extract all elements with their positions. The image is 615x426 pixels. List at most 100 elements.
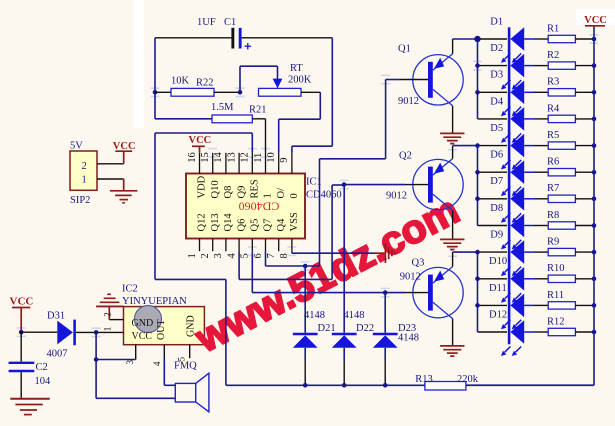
svg-text:1.5M: 1.5M: [211, 102, 234, 113]
svg-text:220k: 220k: [457, 374, 479, 385]
svg-text:R9: R9: [547, 237, 559, 248]
svg-text:D4: D4: [490, 96, 504, 107]
svg-text:R11: R11: [547, 290, 564, 301]
svg-text:9: 9: [279, 158, 290, 163]
svg-text:R4: R4: [547, 103, 560, 114]
svg-text:6: 6: [253, 253, 264, 258]
svg-text:D5: D5: [490, 123, 503, 134]
svg-text:3: 3: [213, 253, 224, 258]
svg-text:VCC: VCC: [189, 135, 212, 146]
svg-text:16: 16: [187, 152, 198, 163]
svg-text:Q8: Q8: [223, 186, 234, 199]
svg-text:Q1: Q1: [398, 44, 411, 55]
svg-text:R1: R1: [547, 23, 559, 34]
svg-text:1: 1: [103, 327, 113, 332]
svg-text:VCC: VCC: [584, 15, 607, 26]
svg-text:8: 8: [279, 253, 290, 258]
svg-text:Q9: Q9: [236, 186, 247, 199]
svg-text:5: 5: [176, 357, 186, 362]
svg-text:O/: O/: [276, 188, 287, 199]
svg-text:4148: 4148: [344, 310, 365, 321]
svg-text:FMQ: FMQ: [174, 361, 197, 372]
svg-text:104: 104: [35, 376, 52, 387]
svg-text:D9: D9: [490, 230, 503, 241]
svg-text:Q4: Q4: [276, 218, 287, 232]
svg-text:D2: D2: [490, 43, 503, 54]
svg-text:OUT: OUT: [156, 319, 167, 340]
svg-text:200K: 200K: [288, 75, 312, 86]
svg-text:D10: D10: [489, 256, 507, 267]
svg-text:5V: 5V: [70, 141, 83, 152]
svg-text:Q14: Q14: [223, 213, 234, 232]
svg-text:7: 7: [266, 253, 277, 258]
svg-text:R2: R2: [547, 50, 559, 61]
svg-text:4007: 4007: [47, 349, 68, 360]
svg-text:IC1: IC1: [306, 177, 322, 188]
svg-text:4148: 4148: [304, 310, 325, 321]
svg-text:CD4060: CD4060: [306, 190, 342, 201]
svg-text:R12: R12: [547, 316, 565, 327]
svg-text:3: 3: [125, 360, 135, 365]
svg-text:5: 5: [240, 253, 251, 258]
svg-text:Q3: Q3: [412, 258, 425, 269]
svg-text:R3: R3: [547, 77, 559, 88]
svg-text:4148: 4148: [398, 333, 419, 344]
svg-text:Q12: Q12: [197, 213, 208, 231]
svg-text:14: 14: [213, 152, 224, 163]
svg-text:SIP2: SIP2: [70, 195, 90, 206]
svg-text:D12: D12: [489, 309, 507, 320]
svg-text:1: 1: [82, 175, 87, 186]
svg-text:13: 13: [226, 152, 237, 163]
svg-text:4: 4: [226, 253, 237, 259]
svg-text:D21: D21: [318, 323, 336, 334]
svg-text:9012: 9012: [386, 191, 407, 202]
svg-text:VCC: VCC: [132, 331, 153, 342]
svg-text:VCC: VCC: [10, 296, 34, 308]
svg-text:10K: 10K: [171, 76, 190, 87]
svg-text:2: 2: [82, 161, 87, 172]
svg-text:IC2: IC2: [122, 284, 138, 295]
svg-text:15: 15: [200, 152, 211, 163]
svg-text:R7: R7: [547, 183, 559, 194]
svg-text:D8: D8: [490, 203, 503, 214]
svg-text:12: 12: [240, 152, 251, 163]
svg-text:D31: D31: [47, 311, 65, 322]
svg-text:C2: C2: [36, 362, 48, 373]
svg-text:11: 11: [253, 153, 264, 163]
svg-text:9012: 9012: [398, 96, 419, 107]
svg-text:D1: D1: [490, 16, 503, 27]
svg-text:Q13: Q13: [210, 213, 221, 231]
svg-text:YINYUEPIAN: YINYUEPIAN: [122, 296, 187, 307]
svg-text:D6: D6: [490, 150, 503, 161]
svg-text:C1: C1: [224, 17, 236, 28]
svg-text:2: 2: [103, 312, 113, 317]
svg-text:1: 1: [263, 193, 274, 198]
svg-text:R6: R6: [547, 157, 559, 168]
svg-text:10: 10: [266, 152, 277, 163]
svg-text:R22: R22: [196, 78, 214, 89]
svg-text:Q10: Q10: [210, 180, 221, 198]
svg-text:D11: D11: [489, 283, 507, 294]
svg-text:RES: RES: [250, 179, 261, 198]
svg-text:CD4060: CD4060: [239, 200, 280, 214]
svg-text:1: 1: [187, 253, 198, 258]
svg-text:R8: R8: [547, 210, 559, 221]
svg-text:4: 4: [152, 361, 162, 366]
svg-text:VSS: VSS: [289, 212, 300, 231]
svg-text:Q7: Q7: [263, 219, 274, 232]
svg-text:Q5: Q5: [250, 219, 261, 232]
svg-text:GND: GND: [186, 315, 197, 337]
svg-text:D23: D23: [398, 323, 416, 334]
svg-text:D3: D3: [490, 70, 503, 81]
svg-text:R21: R21: [249, 105, 267, 116]
svg-text:Q6: Q6: [236, 219, 247, 232]
svg-text:9012: 9012: [400, 272, 421, 283]
svg-text:1UF: 1UF: [197, 17, 216, 28]
svg-text:R13: R13: [415, 374, 433, 385]
svg-text:Q2: Q2: [399, 151, 412, 162]
svg-text:R10: R10: [547, 263, 565, 274]
svg-text:2: 2: [200, 253, 211, 258]
svg-text:0: 0: [289, 193, 300, 198]
svg-text:R5: R5: [547, 130, 559, 141]
svg-text:RT: RT: [290, 63, 303, 74]
